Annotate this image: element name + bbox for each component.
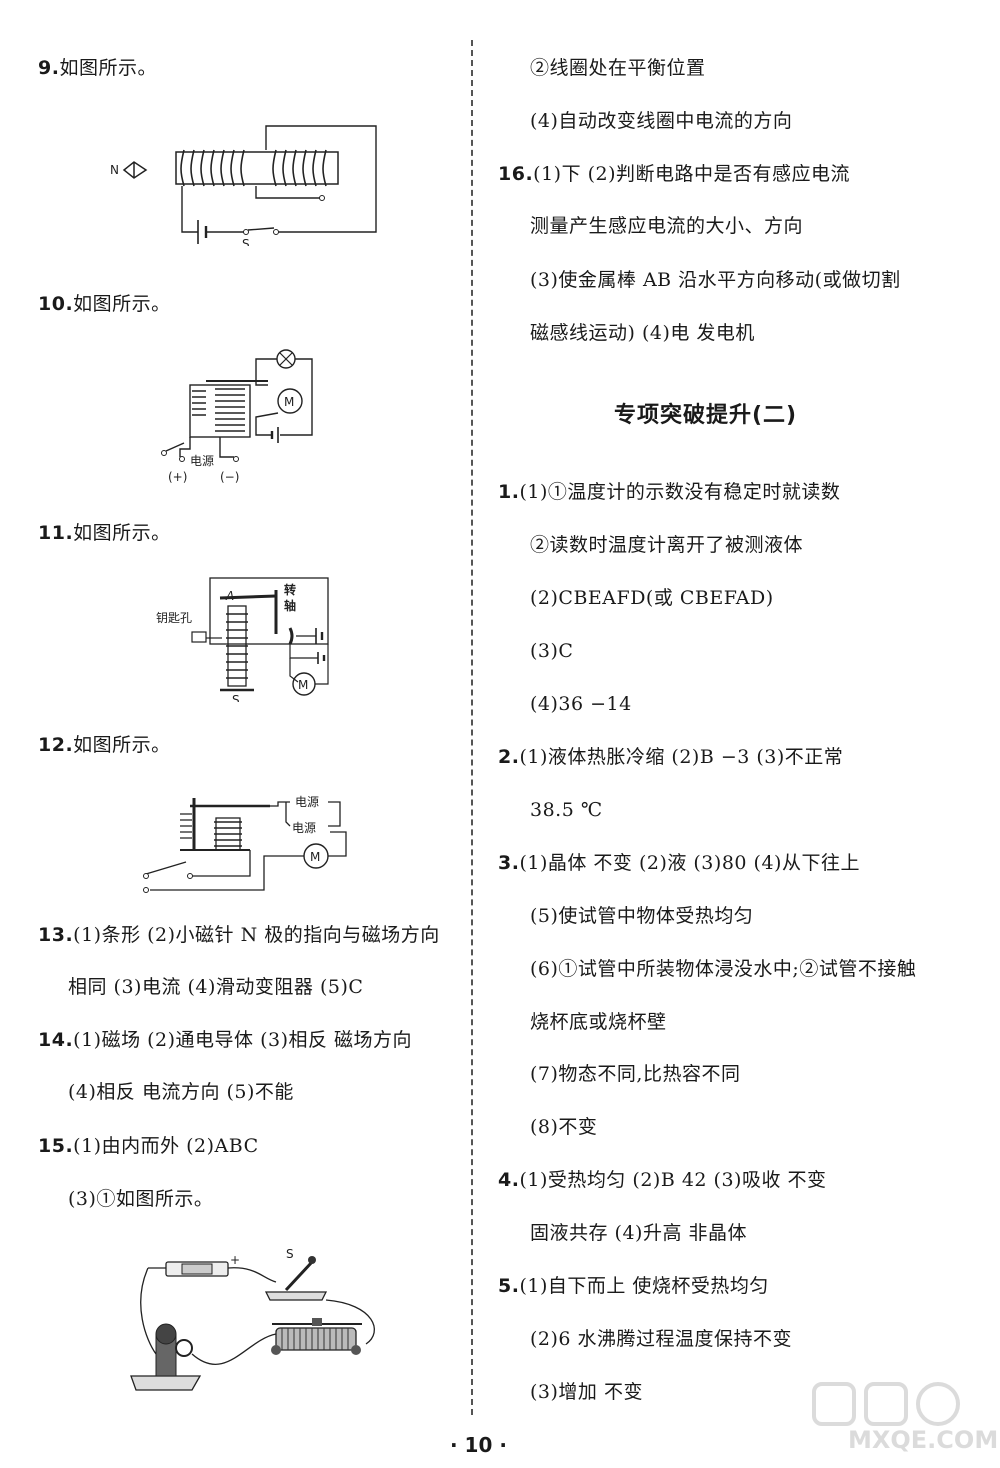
q10-plus-label: (+)	[168, 470, 187, 484]
q16-line2: 测量产生感应电流的大小、方向	[530, 215, 804, 237]
q14-line2: (4)相反 电流方向 (5)不能	[68, 1081, 294, 1103]
q9-s-label: S	[242, 237, 250, 246]
q11-line: 11.如图所示。	[38, 522, 171, 544]
q16-line3: (3)使金属棒 AB 沿水平方向移动(或做切割	[530, 269, 901, 291]
q13-line1: 13.(1)条形 (2)小磁针 N 极的指向与磁场方向	[38, 924, 440, 946]
p3-line1: 3.(1)晶体 不变 (2)液 (3)80 (4)从下往上	[498, 852, 860, 874]
q12-power1-label: 电源	[295, 795, 319, 809]
q16-line1: 16.(1)下 (2)判断电路中是否有感应电流	[498, 163, 851, 185]
q15-s-label: S	[286, 1247, 294, 1261]
p3-line5: (7)物态不同,比热容不同	[530, 1063, 741, 1085]
q9-n-label: N	[110, 163, 119, 177]
q11-keyhole-label: 钥匙孔	[156, 611, 192, 625]
right-line-r1: ②线圈处在平衡位置	[530, 57, 706, 79]
p1-line3: (2)CBEAFD(或 CBEFAD)	[530, 587, 774, 609]
q14-line1: 14.(1)磁场 (2)通电导体 (3)相反 磁场方向	[38, 1029, 413, 1051]
page-number: · 10 ·	[450, 1433, 507, 1457]
q12-figure: 电源 电源 M	[140, 784, 350, 894]
p1-line4: (3)C	[530, 640, 574, 662]
q9-figure: N S	[106, 116, 386, 246]
p5-line2: (2)6 水沸腾过程温度保持不变	[530, 1328, 793, 1350]
q10-power-label: 电源	[190, 454, 214, 468]
p3-line4: 烧杯底或烧杯壁	[530, 1011, 667, 1033]
column-divider	[471, 40, 473, 1415]
q10-line: 10.如图所示。	[38, 293, 171, 315]
p5-line3: (3)增加 不变	[530, 1381, 643, 1403]
q11-motor-label: M	[298, 678, 308, 692]
q11-figure: 钥匙孔 A 转 轴 S M	[150, 572, 340, 702]
p4-line2: 固液共存 (4)升高 非晶体	[530, 1222, 747, 1244]
q10-motor-label: M	[284, 395, 294, 409]
p3-line6: (8)不变	[530, 1116, 598, 1138]
watermark-text: MXQE.COM	[848, 1426, 999, 1454]
q15-line1: 15.(1)由内而外 (2)ABC	[38, 1135, 259, 1157]
q15-figure: + S	[126, 1244, 396, 1394]
q12-line: 12.如图所示。	[38, 734, 171, 756]
p3-line2: (5)使试管中物体受热均匀	[530, 905, 754, 927]
p2-line2: 38.5 ℃	[530, 799, 603, 821]
p2-line1: 2.(1)液体热胀冷缩 (2)B −3 (3)不正常	[498, 746, 844, 768]
watermark-logo-icon	[812, 1382, 960, 1426]
q11-a-label: A	[225, 589, 234, 603]
q12-power2-label: 电源	[292, 821, 316, 835]
q15-plus-label: +	[230, 1253, 240, 1267]
q10-figure: M 电源 (+) (−)	[160, 345, 340, 490]
section-title: 专项突破提升(二)	[614, 403, 798, 428]
p1-line2: ②读数时温度计离开了被测液体	[530, 534, 804, 556]
p4-line1: 4.(1)受热均匀 (2)B 42 (3)吸收 不变	[498, 1169, 827, 1191]
p3-line3: (6)①试管中所装物体浸没水中;②试管不接触	[530, 958, 917, 980]
q13-line2: 相同 (3)电流 (4)滑动变阻器 (5)C	[68, 976, 364, 998]
p1-line5: (4)36 −14	[530, 693, 632, 715]
p5-line1: 5.(1)自下而上 使烧杯受热均匀	[498, 1275, 769, 1297]
q11-s-label: S	[232, 693, 240, 702]
q16-line4: 磁感线运动) (4)电 发电机	[530, 322, 755, 344]
q15-line2: (3)①如图所示。	[68, 1188, 214, 1210]
q11-axis2-label: 轴	[284, 598, 296, 613]
p1-line1: 1.(1)①温度计的示数没有稳定时就读数	[498, 481, 841, 503]
watermark: MXQE.COM	[810, 1378, 998, 1458]
q9-line: 9.如图所示。	[38, 57, 157, 79]
q12-motor-label: M	[310, 850, 320, 864]
q10-minus-label: (−)	[220, 470, 239, 484]
q11-axis1-label: 转	[284, 582, 296, 597]
right-line-r2: (4)自动改变线圈中电流的方向	[530, 110, 793, 132]
